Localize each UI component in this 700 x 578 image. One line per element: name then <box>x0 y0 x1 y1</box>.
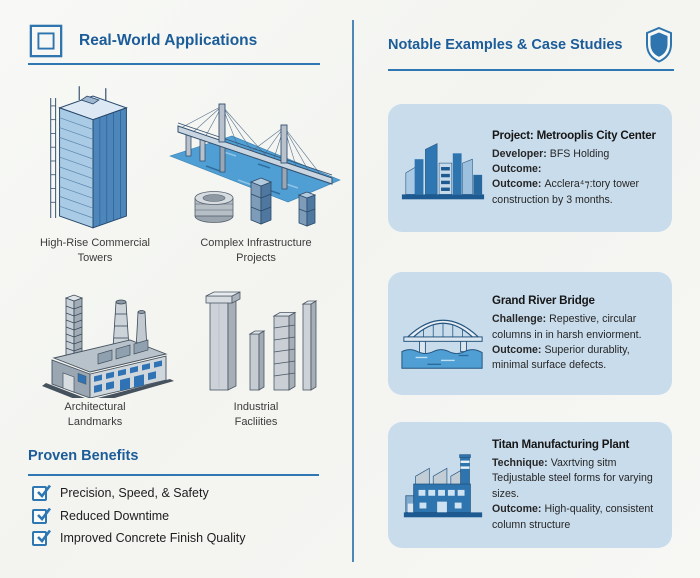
case-line: Challenge:Repestive, circular columns in… <box>492 313 642 341</box>
right-section-header: Notable Examples & Case Studies <box>388 26 674 71</box>
benefits-title: Proven Benefits <box>28 448 139 464</box>
case-line: Tedjustable steel forms for varying size… <box>492 472 653 500</box>
case-title: Grand River Bridge <box>492 294 595 308</box>
benefit-row: Reduced Downtime <box>32 507 169 525</box>
left-section-title: Real-World Applications <box>79 32 258 49</box>
benefit-label: Improved Concrete Finish Quality <box>60 531 246 545</box>
checkbox-checked-icon[interactable] <box>32 484 52 501</box>
case-line: Technique:Vaxrtving sitm <box>492 456 617 469</box>
benefit-row: Improved Concrete Finish Quality <box>32 529 246 547</box>
case-line: Outcome:High-quality, consistent column … <box>492 503 654 531</box>
highrise-tower-illustration <box>34 82 152 236</box>
concrete-columns-illustration <box>190 274 326 398</box>
formwork-panel-icon <box>28 23 64 59</box>
left-section-header: Real-World Applications <box>28 23 320 65</box>
benefit-row: Precision, Speed, & Safety <box>32 484 209 502</box>
case-title: Project: Metrooplis City Center <box>492 128 656 142</box>
checkbox-checked-icon[interactable] <box>32 529 52 546</box>
case-line: Outcome: <box>492 163 542 175</box>
case-line: Outcome:Acclera⁴⁊:tory tower constructio… <box>492 178 640 206</box>
city-skyline-icon <box>398 129 488 207</box>
benefits-rule <box>28 474 319 476</box>
factory-icon <box>398 446 488 524</box>
right-section-title: Notable Examples & Case Studies <box>388 36 623 53</box>
case-title: Titan Manufacturing Plant <box>492 437 630 451</box>
benefit-label: Precision, Speed, & Safety <box>60 486 209 500</box>
column-divider <box>352 20 354 562</box>
arch-bridge-icon <box>398 295 488 373</box>
shield-icon <box>644 26 674 63</box>
case-card-metrooplis: Project: Metrooplis City Center Develope… <box>388 104 672 232</box>
case-card-titan: Titan Manufacturing Plant Technique:Vaxr… <box>388 422 672 548</box>
benefit-label: Reduced Downtime <box>60 509 170 523</box>
case-line: Outcome:Superior durablity, minimal surf… <box>492 343 630 372</box>
case-line: Developer:BFS Holding <box>492 147 610 160</box>
case-card-grand-river: Grand River Bridge Challenge:Repestive, … <box>388 272 672 395</box>
factory-landmark-illustration <box>28 280 180 398</box>
bridge-infrastructure-illustration <box>166 94 348 236</box>
checkbox-checked-icon[interactable] <box>32 507 52 524</box>
